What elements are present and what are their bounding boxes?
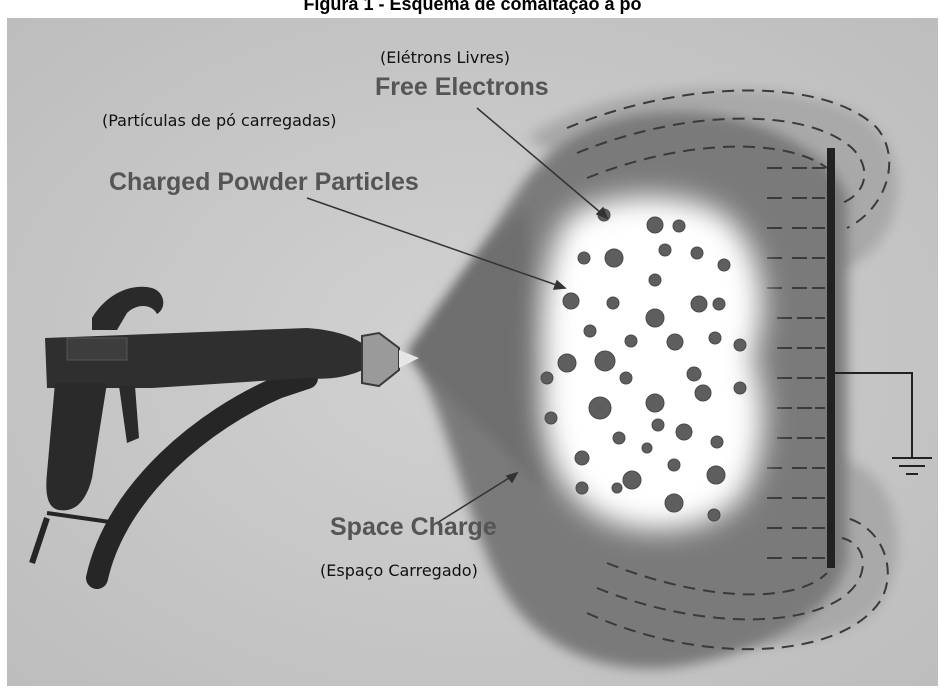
powder-particle [563, 293, 579, 309]
powder-particle [589, 397, 611, 419]
label-free-electrons-en: Free Electrons [375, 73, 549, 101]
label-charged-particles-en: Charged Powder Particles [109, 168, 419, 196]
powder-particle [623, 471, 641, 489]
label-charged-particles-pt: (Partículas de pó carregadas) [102, 111, 336, 130]
powder-particle [612, 483, 622, 493]
powder-particle [649, 274, 661, 286]
powder-particle [667, 334, 683, 350]
gun-label-plate [67, 338, 127, 360]
powder-particle [709, 332, 721, 344]
label-space-charge-en: Space Charge [330, 513, 497, 541]
figure-title: Figura 1 - Esquema de comaltação a pó [0, 0, 945, 15]
powder-particle [584, 325, 596, 337]
powder-particle [711, 436, 723, 448]
powder-particle [708, 509, 720, 521]
powder-particle [613, 432, 625, 444]
powder-particle [652, 419, 664, 431]
powder-particle [578, 252, 590, 264]
label-free-electrons-pt: (Elétrons Livres) [380, 48, 510, 67]
powder-particle [642, 443, 652, 453]
powder-particle [691, 296, 707, 312]
powder-particle [545, 412, 557, 424]
powder-particle [646, 309, 664, 327]
powder-particle [575, 451, 589, 465]
powder-particle [718, 259, 730, 271]
powder-particle [687, 367, 701, 381]
powder-particle [734, 339, 746, 351]
powder-particle [541, 372, 553, 384]
label-space-charge-pt: (Espaço Carregado) [320, 561, 478, 580]
powder-particle [673, 220, 685, 232]
powder-particle [620, 372, 632, 384]
powder-particle [625, 335, 637, 347]
workpiece-plate [827, 148, 835, 568]
powder-coating-diagram: (Elétrons Livres) Free Electrons (Partíc… [7, 18, 938, 686]
powder-particle [707, 466, 725, 484]
powder-particle [713, 298, 725, 310]
powder-particle [605, 249, 623, 267]
powder-particle [576, 482, 588, 494]
powder-particle [734, 382, 746, 394]
powder-particle [691, 247, 703, 259]
powder-particle [695, 385, 711, 401]
powder-particle [607, 297, 619, 309]
powder-particle [558, 354, 576, 372]
powder-particle [646, 394, 664, 412]
powder-particle [665, 494, 683, 512]
powder-particle [595, 351, 615, 371]
powder-particle [659, 244, 671, 256]
powder-particle [647, 217, 663, 233]
powder-particle [668, 459, 680, 471]
powder-particle [676, 424, 692, 440]
